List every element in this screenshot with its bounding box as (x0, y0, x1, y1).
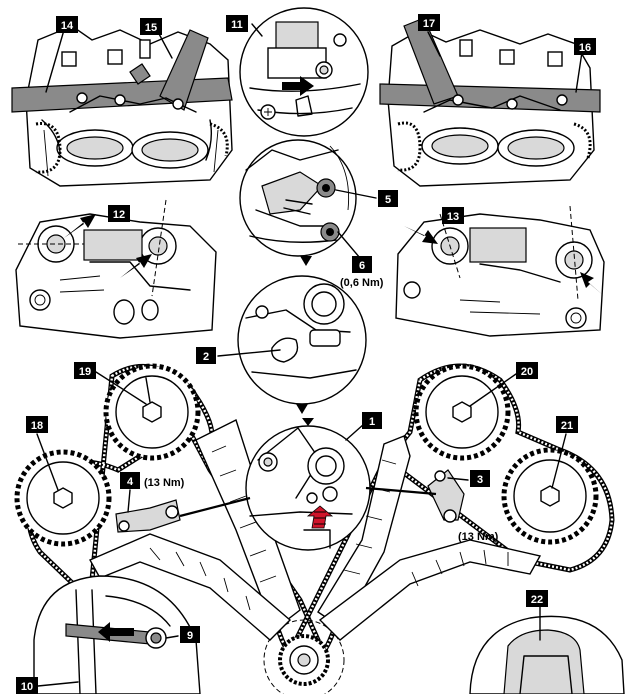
detail-circle-22 (469, 605, 625, 694)
arrow-icon (64, 214, 96, 238)
svg-text:5: 5 (385, 194, 391, 206)
svg-text:20: 20 (521, 366, 533, 378)
svg-text:12: 12 (113, 209, 125, 221)
detail-circle-11 (239, 7, 369, 137)
timing-chain-assembly (14, 363, 615, 694)
svg-text:17: 17 (423, 18, 435, 30)
svg-text:22: 22 (531, 594, 543, 606)
sprocket-icon (501, 447, 599, 545)
callout-2: 2 (196, 347, 216, 364)
left-cylinder-head-view (11, 25, 233, 187)
callout-17: 17 (418, 14, 440, 31)
callout-12: 12 (108, 205, 130, 222)
callout-3: 3 (470, 470, 490, 487)
callout-13: 13 (442, 207, 464, 224)
arrow-icon (98, 622, 134, 642)
detail-circle-9-10 (33, 575, 201, 694)
svg-text:16: 16 (579, 42, 591, 54)
torque-label-6: (0,6 Nm) (340, 277, 384, 289)
detail-circle-1 (245, 418, 371, 551)
callout-11: 11 (226, 15, 248, 32)
callout-9: 9 (180, 626, 200, 643)
callout-16: 16 (574, 38, 596, 55)
sprocket-icon (103, 363, 201, 461)
tensioner-rail-right (318, 539, 542, 641)
torque-label-4: (13 Nm) (144, 477, 185, 489)
arrow-icon (404, 226, 438, 244)
callout-18: 18 (26, 416, 48, 433)
svg-text:13: 13 (447, 211, 459, 223)
callout-20: 20 (516, 362, 538, 379)
svg-text:15: 15 (145, 22, 157, 34)
svg-text:1: 1 (369, 416, 375, 428)
callout-14: 14 (56, 16, 78, 33)
svg-text:10: 10 (21, 681, 33, 693)
svg-text:9: 9 (187, 630, 193, 642)
chain-tensioner-right (427, 469, 465, 521)
arrow-icon (306, 505, 334, 529)
callout-19: 19 (74, 362, 96, 379)
svg-text:6: 6 (359, 260, 365, 272)
svg-text:19: 19 (79, 366, 91, 378)
detail-circle-5-6 (239, 139, 357, 266)
callout-10: 10 (16, 677, 38, 694)
svg-text:2: 2 (203, 351, 209, 363)
crankshaft-sprocket (263, 619, 345, 694)
detail-circle-2 (237, 275, 367, 414)
svg-text:11: 11 (231, 19, 243, 31)
svg-text:21: 21 (561, 420, 573, 432)
view-13-camshaft-marks (395, 205, 605, 337)
chain-tensioner-left (115, 499, 181, 533)
arrow-icon (580, 272, 604, 296)
arrow-icon (120, 254, 152, 278)
callout-15: 15 (140, 18, 162, 35)
callout-22: 22 (526, 590, 548, 607)
torque-label-3: (13 Nm) (458, 531, 499, 543)
svg-text:14: 14 (61, 20, 74, 32)
callout-4: 4 (120, 472, 140, 489)
svg-text:3: 3 (477, 474, 483, 486)
tensioner-rail-left (89, 533, 292, 641)
arrow-icon (282, 76, 314, 96)
callout-5: 5 (378, 190, 398, 207)
sprocket-icon (14, 449, 112, 547)
svg-text:4: 4 (127, 476, 134, 488)
view-12-camshaft-marks (15, 199, 217, 339)
callout-1: 1 (362, 412, 382, 429)
right-cylinder-head-view (379, 17, 601, 187)
sprocket-icon (413, 363, 511, 461)
callout-6: 6 (352, 256, 372, 273)
svg-text:18: 18 (31, 420, 43, 432)
callout-21: 21 (556, 416, 578, 433)
